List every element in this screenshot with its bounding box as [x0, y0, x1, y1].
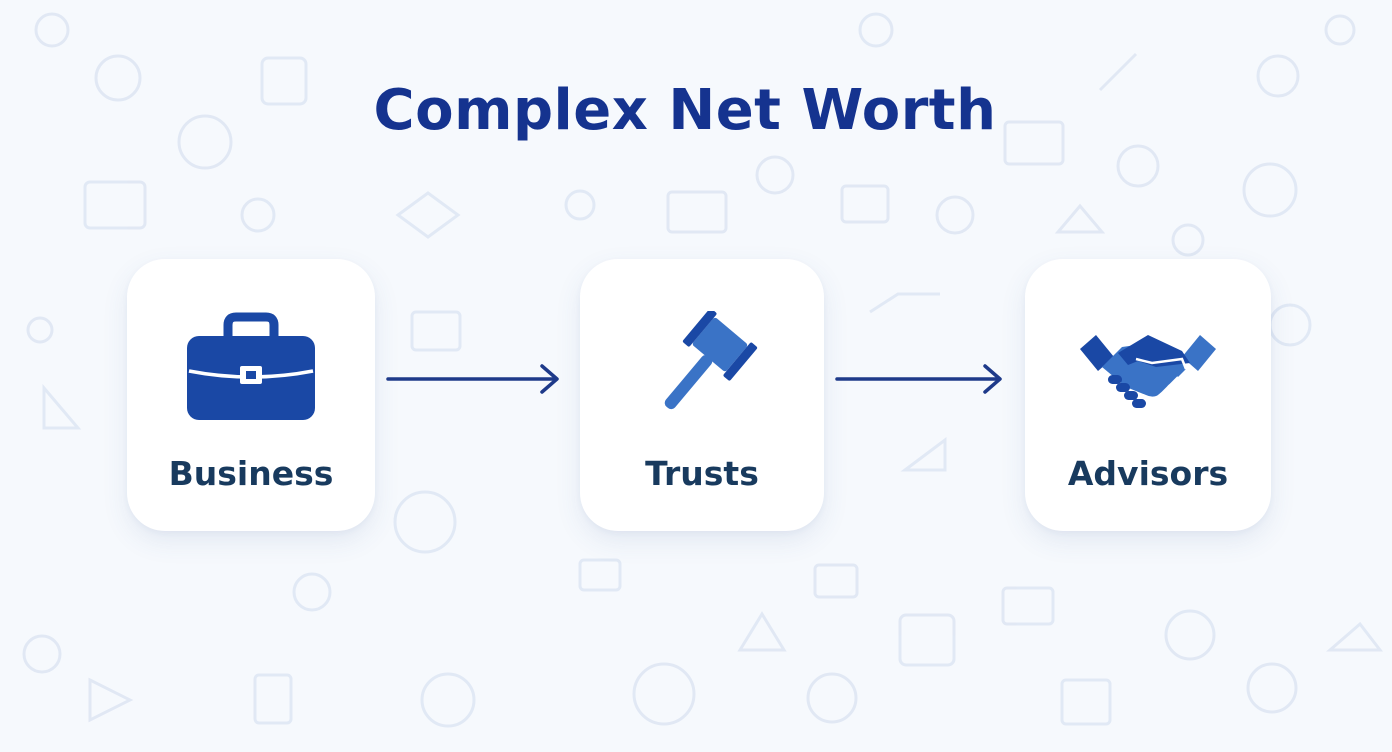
trusts-card: Trusts: [580, 259, 824, 531]
business-label: Business: [168, 454, 334, 493]
business-card: Business: [127, 259, 375, 531]
arrow-business-to-trusts: [386, 364, 559, 394]
trusts-label: Trusts: [645, 454, 759, 493]
advisors-label: Advisors: [1067, 454, 1229, 493]
advisors-card: Advisors: [1025, 259, 1271, 531]
diagram-title: Complex Net Worth: [373, 78, 997, 143]
arrow-trusts-to-advisors: [835, 364, 1002, 394]
handshake-icon: [1080, 335, 1216, 408]
briefcase-icon: [187, 312, 315, 420]
gavel-icon: [664, 311, 758, 410]
